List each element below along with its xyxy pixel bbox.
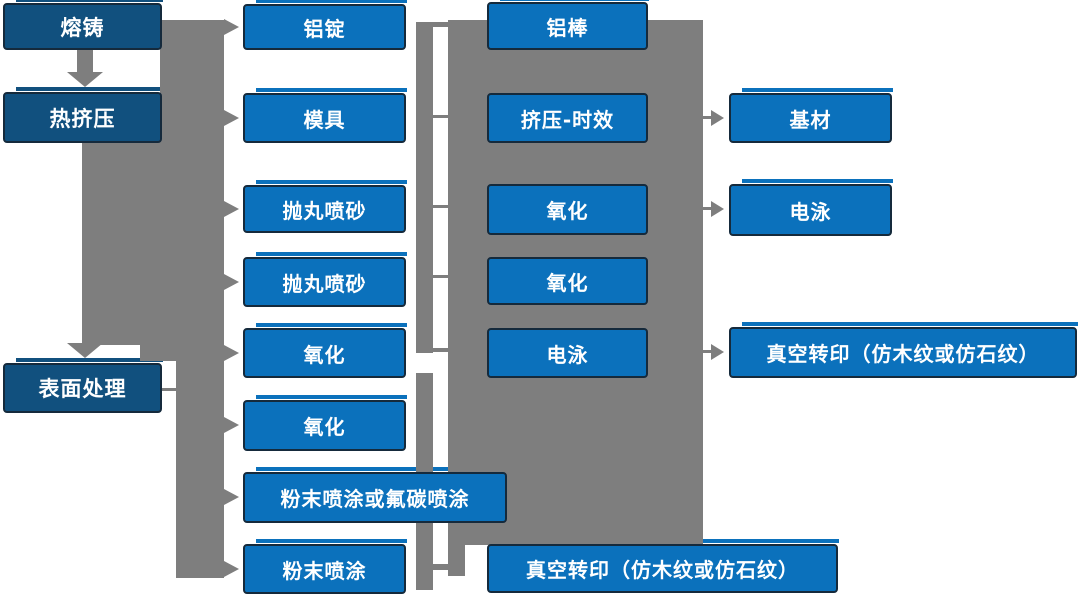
node-top-highlight — [16, 87, 163, 91]
arrowhead-down-to-hot-extrusion — [67, 72, 103, 87]
bus-tick-extrusion-aging — [433, 115, 448, 118]
node-melt-casting: 熔铸 — [3, 3, 162, 50]
connector-trunk-top — [160, 20, 224, 140]
node-label: 氧化 — [303, 342, 346, 367]
node-label: 氧化 — [546, 199, 589, 223]
node-label: 真空转印（仿木纹或仿石纹） — [526, 558, 799, 582]
node-label: 表面处理 — [38, 377, 127, 401]
node-top-highlight — [500, 0, 649, 1]
node-top-highlight — [256, 180, 407, 184]
node-top-highlight — [256, 467, 508, 471]
connector-surface-treatment-link — [162, 388, 177, 391]
arrowhead-to-mold — [224, 110, 239, 126]
arrowhead-to-powder-or-fluorocarbon — [224, 489, 239, 505]
connector-backdrop-extension — [448, 545, 465, 576]
bus-tick-electrophoresis — [430, 348, 448, 352]
node-top-highlight — [742, 322, 1078, 326]
connector-bus-upper — [416, 22, 433, 353]
arrowhead-to-electrophoresis-c4 — [711, 201, 724, 217]
node-top-highlight — [256, 0, 407, 3]
node-label: 模具 — [303, 107, 346, 132]
node-label: 粉末喷涂 — [282, 558, 367, 583]
node-top-highlight — [256, 252, 407, 256]
node-oxidation-c2-1: 氧化 — [243, 328, 406, 378]
node-powder-or-fluorocarbon-coating: 粉末喷涂或氟碳喷涂 — [243, 472, 507, 523]
arrowhead-to-oxidation-c2-2 — [224, 417, 239, 433]
node-aluminum-ingot: 铝锭 — [243, 4, 406, 50]
stub-to-electrophoresis-c4 — [699, 207, 712, 210]
node-label: 氧化 — [546, 270, 589, 295]
bus-tick-aluminum-rod — [430, 22, 448, 27]
node-label: 基材 — [789, 107, 832, 132]
node-shot-blasting-1: 抛丸喷砂 — [243, 185, 406, 233]
node-aluminum-rod: 铝棒 — [487, 2, 648, 50]
node-electrophoresis-c3: 电泳 — [487, 328, 648, 378]
connector-trunk-bottom — [176, 343, 224, 578]
node-top-highlight — [16, 358, 163, 362]
node-label: 抛丸喷砂 — [282, 198, 367, 223]
node-extrusion-aging: 挤压-时效 — [487, 93, 648, 143]
node-label: 挤压-时效 — [520, 107, 615, 132]
node-oxidation-c3-1: 氧化 — [487, 184, 648, 235]
node-oxidation-c3-2: 氧化 — [487, 257, 648, 305]
node-powder-coating: 粉末喷涂 — [243, 544, 406, 594]
bus-tick-vacuum-transfer-bottom — [433, 564, 448, 570]
arrowhead-to-shot-blasting-2 — [224, 274, 239, 290]
node-label: 抛丸喷砂 — [282, 271, 367, 296]
node-label: 粉末喷涂或氟碳喷涂 — [280, 487, 470, 511]
node-mold: 模具 — [243, 93, 406, 143]
node-label: 热挤压 — [49, 106, 116, 131]
arrowhead-to-substrate — [711, 110, 724, 126]
node-top-highlight — [256, 88, 407, 92]
node-top-highlight — [256, 539, 407, 543]
node-label: 电泳 — [789, 199, 832, 224]
node-vacuum-transfer-bottom: 真空转印（仿木纹或仿石纹） — [487, 544, 838, 593]
node-label: 电泳 — [546, 342, 589, 367]
stub-to-vacuum-transfer-right — [699, 350, 712, 353]
node-hot-extrusion: 热挤压 — [3, 92, 162, 143]
node-surface-treatment: 表面处理 — [3, 363, 162, 413]
node-top-highlight — [16, 0, 163, 2]
node-top-highlight — [742, 179, 893, 183]
node-shot-blasting-2: 抛丸喷砂 — [243, 257, 406, 307]
arrowhead-to-shot-blasting-1 — [224, 201, 239, 217]
arrowhead-to-vacuum-transfer-right — [711, 344, 724, 360]
node-label: 真空转印（仿木纹或仿石纹） — [766, 342, 1040, 366]
arrowhead-to-aluminum-ingot — [224, 19, 239, 35]
node-vacuum-transfer-right: 真空转印（仿木纹或仿石纹） — [729, 327, 1077, 378]
bus-tick-oxidation-c3-2 — [433, 275, 448, 278]
arrowhead-to-powder-coating — [224, 561, 239, 577]
node-label: 熔铸 — [60, 15, 105, 40]
node-top-highlight — [256, 395, 407, 399]
bus-tick-oxidation-c3-1 — [433, 205, 448, 208]
node-label: 氧化 — [303, 415, 346, 439]
connector-down-stem-1 — [77, 50, 93, 74]
node-top-highlight — [256, 323, 407, 327]
connector-trunk-middle — [82, 135, 224, 345]
node-substrate: 基材 — [729, 93, 892, 143]
node-label: 铝棒 — [546, 15, 589, 40]
node-top-highlight — [742, 88, 893, 92]
node-oxidation-c2-2: 氧化 — [243, 400, 406, 451]
node-electrophoresis-c4: 电泳 — [729, 184, 892, 236]
arrowhead-to-oxidation-c2-1 — [224, 345, 239, 361]
arrowhead-down-to-surface-treatment — [67, 343, 103, 358]
stub-to-substrate — [699, 116, 712, 119]
node-label: 铝锭 — [303, 16, 346, 41]
